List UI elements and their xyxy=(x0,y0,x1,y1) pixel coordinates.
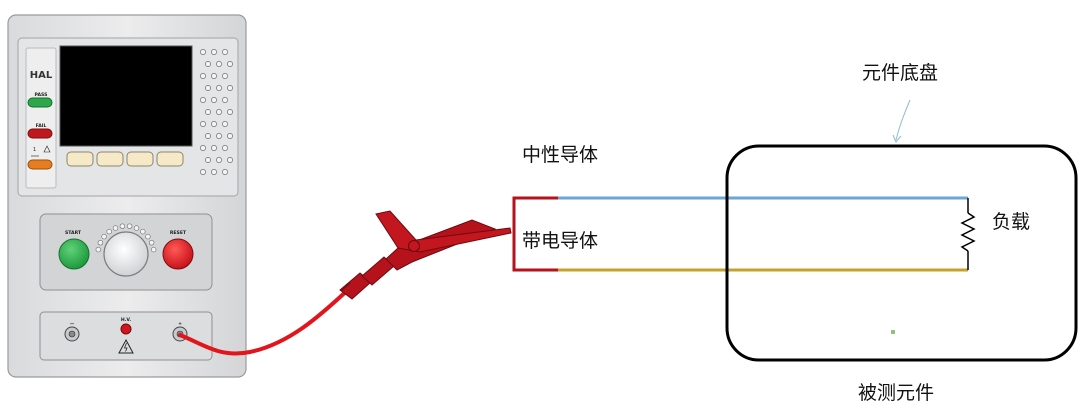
knob-led xyxy=(97,240,104,246)
reset-label: RESET xyxy=(170,230,187,236)
marker-dot xyxy=(891,330,895,334)
return-terminal-socket xyxy=(68,330,76,338)
hv-label: H.V. xyxy=(121,317,132,323)
keypad-key[interactable] xyxy=(227,157,233,163)
device-chassis-outline xyxy=(725,144,1078,362)
softkey[interactable] xyxy=(126,151,154,167)
knob-led xyxy=(145,233,151,240)
keypad-key[interactable] xyxy=(211,145,217,151)
voltage-knob[interactable] xyxy=(103,231,149,277)
keypad xyxy=(200,49,233,175)
knob-led xyxy=(106,228,112,235)
keypad-key[interactable] xyxy=(200,97,206,103)
minus-label: — xyxy=(70,322,75,327)
resistor-load-icon xyxy=(960,212,976,252)
knob-led xyxy=(101,233,107,240)
neutral-conductor-label: 中性导体 xyxy=(522,144,599,166)
callout-arrow-icon xyxy=(892,134,902,143)
keypad-key[interactable] xyxy=(200,169,206,175)
keypad-key[interactable] xyxy=(211,73,217,79)
keypad-key[interactable] xyxy=(216,109,222,115)
knob-led xyxy=(126,223,133,229)
device-under-test-label: 被测元件 xyxy=(858,382,935,404)
reset-button[interactable] xyxy=(162,238,194,270)
keypad-key[interactable] xyxy=(211,97,217,103)
high-voltage-warning-icon xyxy=(118,338,134,354)
keypad-key[interactable] xyxy=(211,169,217,175)
chassis-label: 元件底盘 xyxy=(862,62,939,84)
start-label: START xyxy=(65,230,82,236)
knob-led-ring xyxy=(95,223,157,253)
knob-led xyxy=(133,225,140,231)
keypad-key[interactable] xyxy=(216,61,222,67)
test-lead-cable xyxy=(178,284,354,356)
chassis-callout-line xyxy=(895,99,911,141)
softkey[interactable] xyxy=(66,151,94,167)
keypad-key[interactable] xyxy=(222,73,228,79)
lightning-bolt-icon xyxy=(123,342,128,352)
keypad-key[interactable] xyxy=(222,145,228,151)
pass-label: PASS xyxy=(35,92,48,98)
keypad-key[interactable] xyxy=(211,49,217,55)
alligator-clip-icon xyxy=(339,210,512,300)
keypad-key[interactable] xyxy=(222,169,228,175)
knob-led xyxy=(95,246,102,253)
keypad-key[interactable] xyxy=(222,49,228,55)
keypad-key[interactable] xyxy=(205,157,211,163)
keypad-key[interactable] xyxy=(205,85,211,91)
fail-label: FAIL xyxy=(36,123,47,129)
softkeys xyxy=(66,151,184,167)
indicator-led xyxy=(27,159,53,170)
pass-led xyxy=(27,97,53,108)
keypad-key[interactable] xyxy=(200,73,206,79)
keypad-key[interactable] xyxy=(205,133,211,139)
softkey[interactable] xyxy=(156,151,184,167)
keypad-key[interactable] xyxy=(200,49,206,55)
keypad-key[interactable] xyxy=(216,157,222,163)
softkey[interactable] xyxy=(96,151,124,167)
knob-led xyxy=(119,223,126,229)
knob-led xyxy=(140,228,146,235)
keypad-key[interactable] xyxy=(211,121,217,127)
warning-symbols-icon: 1 xyxy=(31,145,51,157)
lcd-screen xyxy=(59,45,193,147)
clip-contact-bracket xyxy=(512,196,558,272)
keypad-key[interactable] xyxy=(216,85,222,91)
svg-text:1: 1 xyxy=(33,147,36,153)
keypad-key[interactable] xyxy=(200,121,206,127)
keypad-key[interactable] xyxy=(227,133,233,139)
load-label: 负载 xyxy=(992,211,1031,233)
fail-led xyxy=(27,128,53,139)
brand-logo: HAL xyxy=(30,70,53,81)
keypad-key[interactable] xyxy=(227,109,233,115)
left-strip xyxy=(25,47,57,189)
knob-led xyxy=(112,225,119,231)
knob-led xyxy=(148,240,155,246)
keypad-key[interactable] xyxy=(222,97,228,103)
keypad-key[interactable] xyxy=(222,121,228,127)
hv-led xyxy=(120,323,132,335)
keypad-key[interactable] xyxy=(227,61,233,67)
hipot-tester: HAL PASS FAIL 1 START RESET — H.V. xyxy=(7,14,247,378)
keypad-key[interactable] xyxy=(205,109,211,115)
keypad-key[interactable] xyxy=(200,145,206,151)
keypad-key[interactable] xyxy=(205,61,211,67)
live-conductor-label: 带电导体 xyxy=(522,230,599,252)
keypad-key[interactable] xyxy=(216,133,222,139)
start-button[interactable] xyxy=(58,238,90,270)
plus-label: + xyxy=(178,321,182,327)
output-panel xyxy=(39,311,213,361)
keypad-key[interactable] xyxy=(227,85,233,91)
knob-led xyxy=(151,246,157,253)
